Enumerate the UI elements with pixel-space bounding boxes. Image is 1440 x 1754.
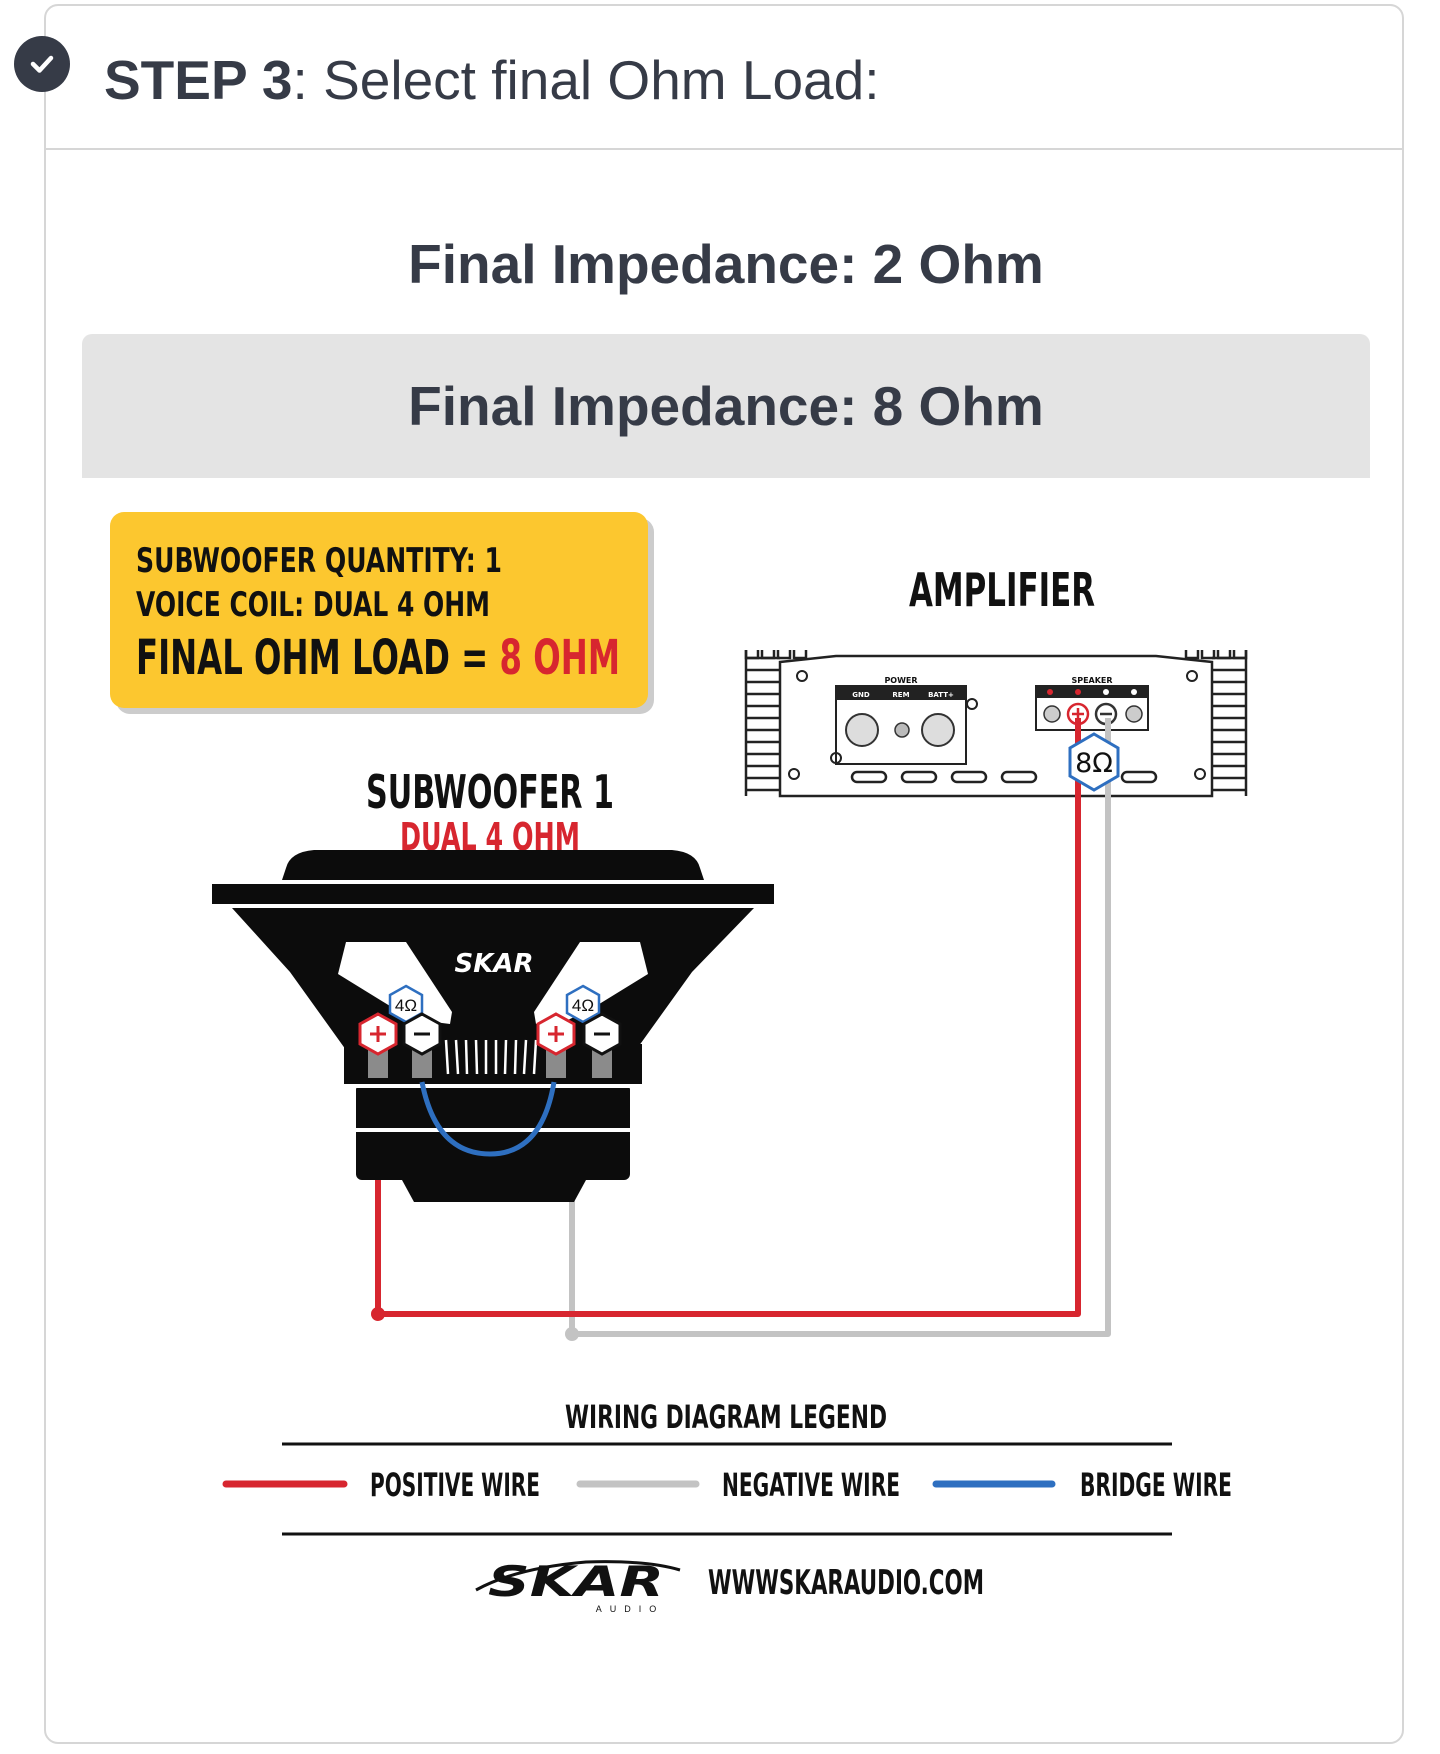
sub-coil-badge-right-text: 4Ω — [572, 996, 594, 1015]
sub-positive-terminal-right-icon — [536, 1012, 576, 1056]
subwoofer-title: SUBWOOFER 1 — [366, 765, 614, 819]
amplifier: AMPLIFIER POWER GND REM — [744, 563, 1248, 798]
step-title: STEP 3: Select final Ohm Load: — [104, 48, 880, 112]
info-final-load-prefix: FINAL OHM LOAD = — [136, 630, 500, 686]
amp-heatsink-left — [744, 650, 808, 796]
subwoofer: SUBWOOFER 1 DUAL 4 OHM SKAR — [212, 765, 774, 1202]
amp-impedance-text: 8Ω — [1075, 748, 1113, 779]
wiring-legend: WIRING DIAGRAM LEGEND POSITIVE WIRE NEGA… — [222, 1398, 1232, 1536]
amp-speaker-label: SPEAKER — [1071, 676, 1112, 685]
sub-negative-terminal-left-icon — [402, 1012, 442, 1056]
bridge-wire-path — [419, 1081, 557, 1157]
sub-negative-terminal-right-icon — [582, 1012, 622, 1056]
info-final-load: FINAL OHM LOAD = 8 OHM — [136, 630, 620, 686]
sub-positive-terminal-left-icon — [358, 1012, 398, 1056]
positive-wire-path — [375, 718, 1081, 1317]
option-label: Final Impedance: 8 Ohm — [408, 375, 1044, 437]
step-header: STEP 3: Select final Ohm Load: — [46, 6, 1402, 150]
footer-branding: SKAR AUDIO WWWSKARAUDIO.COM — [475, 1557, 984, 1614]
amplifier-title: AMPLIFIER — [909, 563, 1095, 617]
amp-terminal-rem: REM — [892, 691, 909, 699]
sub-coil-badge-left-text: 4Ω — [395, 996, 417, 1015]
step-label: STEP 3 — [104, 49, 293, 111]
info-quantity: SUBWOOFER QUANTITY: 1 — [136, 541, 502, 581]
amp-terminal-gnd: GND — [852, 691, 870, 699]
wires — [371, 718, 1111, 1341]
info-box: SUBWOOFER QUANTITY: 1 VOICE COIL: DUAL 4… — [110, 512, 654, 714]
basket-logo: SKAR — [454, 949, 533, 979]
skar-audio-logo: SKAR AUDIO — [475, 1557, 681, 1614]
wiring-diagram: SUBWOOFER QUANTITY: 1 VOICE COIL: DUAL 4… — [110, 512, 1248, 1614]
sub-coil-badge-right: 4Ω — [565, 984, 601, 1024]
footer-website: WWWSKARAUDIO.COM — [708, 1563, 984, 1603]
option-label: Final Impedance: 2 Ohm — [408, 233, 1044, 295]
info-voice-coil: VOICE COIL: DUAL 4 OHM — [136, 585, 490, 625]
amp-impedance-badge: 8Ω — [1068, 732, 1120, 792]
footer-logo-sub: AUDIO — [596, 1604, 665, 1614]
legend-negative: NEGATIVE WIRE — [722, 1466, 900, 1504]
legend-bridge: BRIDGE WIRE — [1080, 1466, 1232, 1504]
option-8-ohm[interactable]: Final Impedance: 8 Ohm — [82, 334, 1370, 478]
option-2-ohm[interactable]: Final Impedance: 2 Ohm — [82, 192, 1370, 336]
footer-logo-text: SKAR — [488, 1557, 664, 1606]
negative-wire-path — [569, 718, 1111, 1337]
legend-title: WIRING DIAGRAM LEGEND — [565, 1398, 887, 1436]
amp-terminal-batt: BATT+ — [928, 691, 954, 699]
step-card: STEP 3: Select final Ohm Load: Final Imp… — [44, 4, 1404, 1744]
info-final-load-value: 8 OHM — [500, 630, 620, 686]
legend-positive: POSITIVE WIRE — [370, 1466, 540, 1504]
step-text: : Select final Ohm Load: — [292, 49, 880, 111]
sub-coil-badge-left: 4Ω — [388, 984, 424, 1024]
step-complete-check-icon — [14, 36, 70, 92]
amp-heatsink-right — [1184, 650, 1248, 796]
amp-power-label: POWER — [884, 676, 917, 685]
